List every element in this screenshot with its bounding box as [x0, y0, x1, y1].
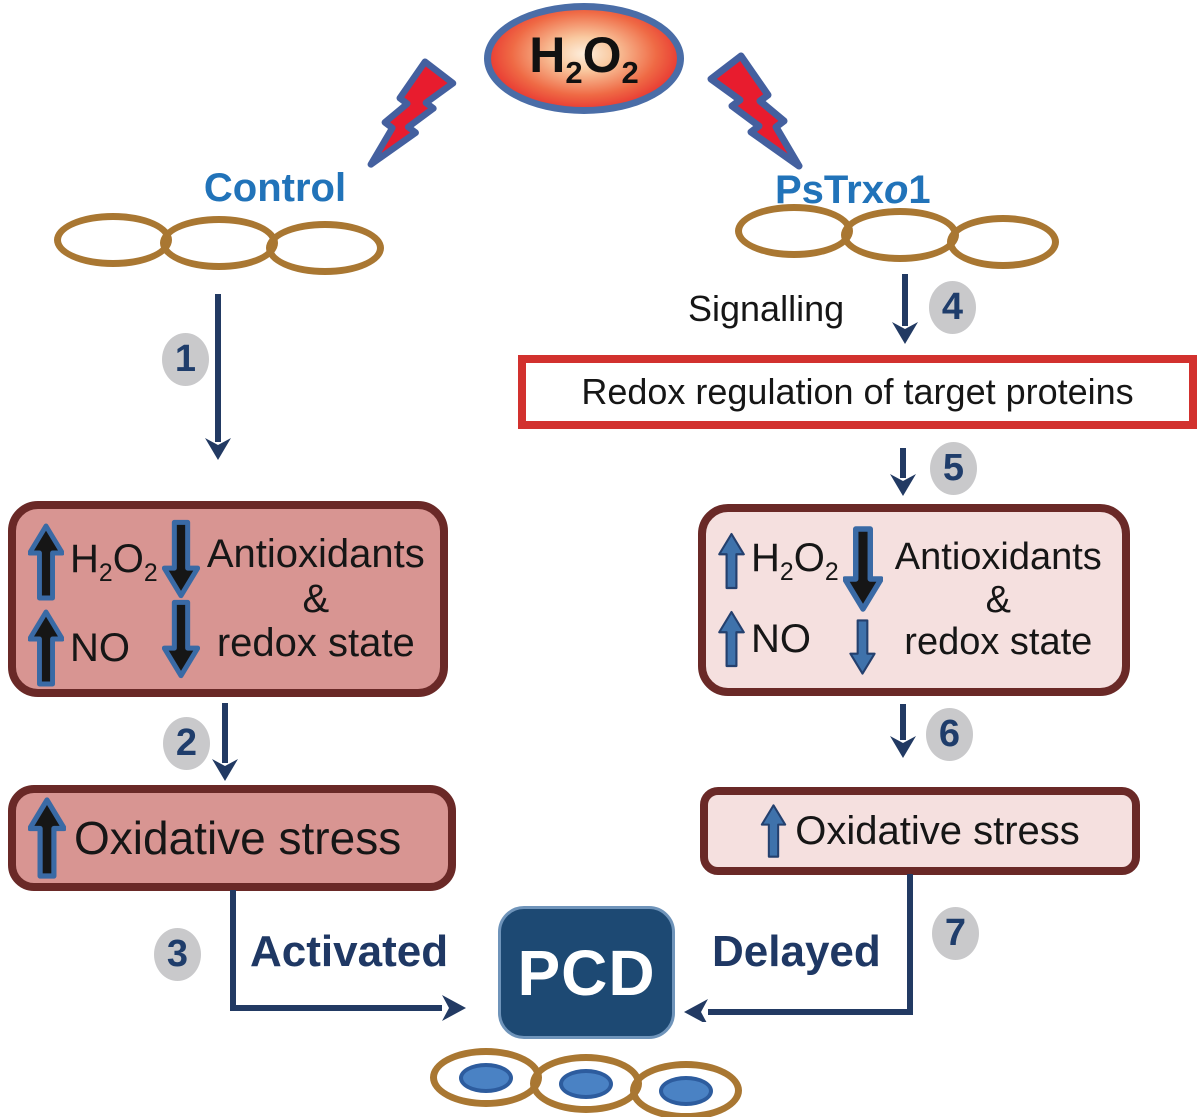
effects-left-column: H2O2 NO [718, 522, 839, 678]
redox-state-label: redox state [216, 621, 415, 666]
pstrxo1-oxidative-stress-box: Oxidative stress [700, 787, 1140, 875]
effects-text-column: Antioxidants & redox state [204, 519, 428, 679]
flow-arrow-7-icon [684, 874, 913, 1022]
h2o2-increase-row: H2O2 [718, 531, 839, 591]
up-arrow-icon [28, 609, 64, 687]
redox-regulation-label: Redox regulation of target proteins [581, 371, 1134, 412]
signalling-label: Signalling [688, 288, 845, 329]
cell-outline [54, 213, 172, 267]
lightning-bolt-left-icon [367, 58, 457, 168]
nucleus [459, 1062, 513, 1093]
antioxidants-label: Antioxidants [894, 536, 1102, 579]
effects-middle-column [161, 519, 200, 679]
formula-subscript: 2 [98, 559, 113, 587]
step-5-badge: 5 [930, 442, 977, 495]
up-arrow-icon [28, 797, 66, 879]
nucleus [659, 1075, 713, 1106]
h2o2-formula: H2O2 [529, 26, 639, 91]
effects-middle-column [842, 522, 883, 678]
flow-arrow-3-icon [230, 890, 466, 1021]
down-arrow-icon [842, 526, 883, 612]
up-arrow-icon [761, 804, 787, 858]
no-label: NO [751, 616, 811, 661]
cell-outline [947, 215, 1059, 269]
pstrx-label-part: 1 [908, 168, 931, 212]
cell-outline [735, 204, 853, 258]
cell-outline [160, 216, 278, 270]
cell-with-nucleus [430, 1048, 542, 1107]
control-cells-row [54, 213, 384, 275]
pcd-cells-row [430, 1048, 742, 1117]
no-label: NO [70, 625, 130, 670]
formula-part: H [70, 536, 99, 581]
formula-subscript: 2 [779, 558, 794, 586]
control-oxidative-stress-box: Oxidative stress [8, 785, 456, 891]
h2o2-formula: H2O2 [70, 537, 158, 588]
up-arrow-icon [28, 523, 64, 601]
pcd-box: PCD [498, 906, 675, 1039]
step-4-badge: 4 [929, 281, 976, 334]
flow-arrow-5-icon [890, 448, 916, 496]
pstrx-label-italic-o: o [883, 168, 909, 212]
no-increase-row: NO [718, 609, 839, 669]
formula-subscript: 2 [824, 558, 839, 586]
flow-arrow-4-icon [892, 274, 918, 344]
effects-left-column: H2O2 NO [28, 519, 158, 687]
down-arrow-icon [161, 599, 200, 679]
redox-state-label: redox state [904, 621, 1093, 664]
control-effects-box: H2O2 NO Antioxidants & redox state [8, 501, 448, 697]
pstrxo1-effects-box: H2O2 NO Antioxidants & redox state [698, 504, 1130, 696]
formula-part: H [751, 535, 780, 580]
oxidative-stress-label: Oxidative stress [74, 812, 402, 864]
activated-label: Activated [250, 927, 449, 976]
h2o2-formula: H2O2 [751, 536, 839, 587]
step-6-badge: 6 [926, 708, 973, 761]
redox-regulation-box: Redox regulation of target proteins [518, 355, 1197, 429]
formula-part: O [582, 27, 622, 83]
formula-part: O [793, 535, 825, 580]
step-3-badge: 3 [154, 928, 201, 981]
formula-subscript: 2 [143, 559, 158, 587]
down-arrow-icon [161, 519, 200, 599]
delayed-label: Delayed [712, 927, 881, 976]
step-2-badge: 2 [163, 717, 210, 770]
ampersand-label: & [302, 576, 330, 621]
cell-with-nucleus [630, 1061, 742, 1117]
no-increase-row: NO [28, 605, 158, 691]
lightning-bolt-right-icon [707, 52, 803, 170]
cell-with-nucleus [530, 1054, 642, 1113]
formula-part: H [529, 27, 566, 83]
formula-part: O [112, 536, 144, 581]
up-arrow-icon [718, 532, 745, 590]
step-7-badge: 7 [932, 907, 979, 960]
effects-text-column: Antioxidants & redox state [887, 522, 1110, 678]
ampersand-label: & [985, 578, 1011, 621]
h2o2-increase-row: H2O2 [28, 519, 158, 605]
control-branch-label: Control [203, 166, 347, 210]
up-arrow-icon [718, 610, 745, 668]
step-1-badge: 1 [162, 333, 209, 386]
formula-subscript: 2 [565, 55, 583, 90]
flow-arrow-1-icon [205, 294, 231, 460]
oxidative-stress-label: Oxidative stress [795, 808, 1080, 853]
flow-arrow-6-icon [890, 704, 916, 758]
h2o2-molecule-badge: H2O2 [484, 3, 684, 114]
nucleus [559, 1068, 613, 1099]
antioxidants-label: Antioxidants [206, 531, 425, 576]
pstrxo1-cells-row [735, 204, 1059, 269]
down-arrow-icon [849, 619, 876, 675]
flow-arrow-2-icon [212, 703, 238, 781]
pcd-label: PCD [517, 936, 656, 1009]
cell-outline [841, 208, 959, 262]
formula-subscript: 2 [621, 55, 639, 90]
cell-outline [266, 221, 384, 275]
